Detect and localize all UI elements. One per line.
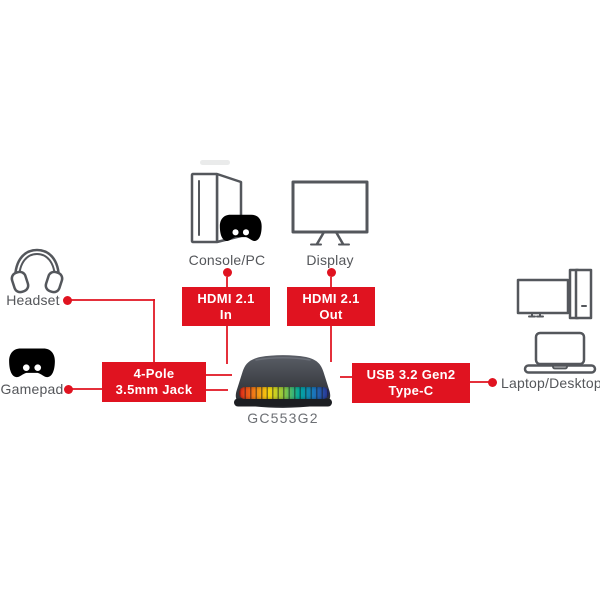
laptop-icon xyxy=(523,331,597,376)
console-pc-icon xyxy=(186,158,266,250)
usb-line2: Type-C xyxy=(388,383,434,398)
display-label: Display xyxy=(306,252,354,268)
dot-display xyxy=(326,267,336,277)
line-headset-horizontal xyxy=(71,299,155,301)
rgb-light-strip xyxy=(239,387,329,399)
hdmi-in-line1: HDMI 2.1 xyxy=(197,290,255,306)
console-pc-label: Console/PC xyxy=(188,252,266,268)
line-usb-laptop xyxy=(470,381,489,383)
usb-box: USB 3.2 Gen2 Type-C xyxy=(352,363,470,403)
hdmi-out-line2: Out xyxy=(319,306,343,322)
dot-gamepad xyxy=(63,384,73,394)
gamepad-label: Gamepad xyxy=(0,381,64,397)
audio-jack-line2: 3.5mm Jack xyxy=(115,382,193,397)
line-headset-vertical xyxy=(153,299,155,362)
line-console-hdmi-in xyxy=(226,277,228,287)
line-device-usb xyxy=(340,376,352,378)
hdmi-out-line1: HDMI 2.1 xyxy=(302,290,360,306)
headset-icon xyxy=(8,245,66,295)
line-jack-device-2 xyxy=(206,389,228,391)
usb-line1: USB 3.2 Gen2 xyxy=(366,367,456,382)
desktop-pc-icon xyxy=(516,267,594,323)
dot-console xyxy=(222,267,232,277)
gamepad-icon xyxy=(6,342,58,384)
audio-jack-box: 4-Pole 3.5mm Jack xyxy=(102,362,206,402)
capture-card-device xyxy=(216,351,350,413)
dot-laptop-desktop xyxy=(487,377,497,387)
laptop-desktop-label: Laptop/Desktop xyxy=(501,375,600,391)
line-gamepad-jack xyxy=(72,388,102,390)
display-icon xyxy=(290,179,370,251)
line-display-hdmi-out xyxy=(330,277,332,287)
audio-jack-line1: 4-Pole xyxy=(133,366,175,381)
device-model-label: GC553G2 xyxy=(247,410,319,426)
headset-label: Headset xyxy=(6,292,60,308)
dot-headset xyxy=(62,295,72,305)
line-jack-device-1 xyxy=(206,374,232,376)
line-hdmi-in-device xyxy=(226,326,228,364)
hdmi-in-box: HDMI 2.1 In xyxy=(182,287,270,326)
hdmi-out-box: HDMI 2.1 Out xyxy=(287,287,375,326)
line-hdmi-out-device xyxy=(330,326,332,362)
hdmi-in-line2: In xyxy=(219,306,233,322)
